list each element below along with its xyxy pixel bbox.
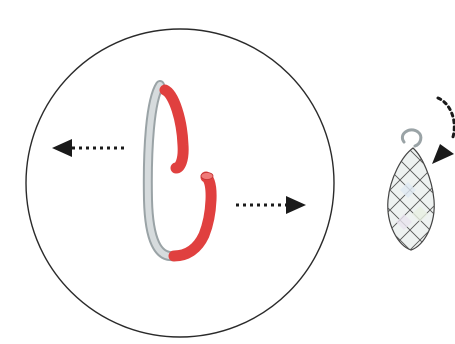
ring-end-cap bbox=[201, 173, 213, 180]
particle-loop bbox=[402, 130, 420, 146]
dotted-arrow-right bbox=[236, 196, 306, 214]
ring-red-lower-segment bbox=[174, 177, 211, 256]
split-ring bbox=[148, 85, 213, 256]
rotation-arrow bbox=[432, 98, 454, 164]
particle-body bbox=[388, 148, 434, 250]
cell-circle bbox=[26, 29, 334, 337]
dotted-arrow-left bbox=[52, 139, 124, 157]
ring-red-upper-segment bbox=[165, 90, 183, 168]
